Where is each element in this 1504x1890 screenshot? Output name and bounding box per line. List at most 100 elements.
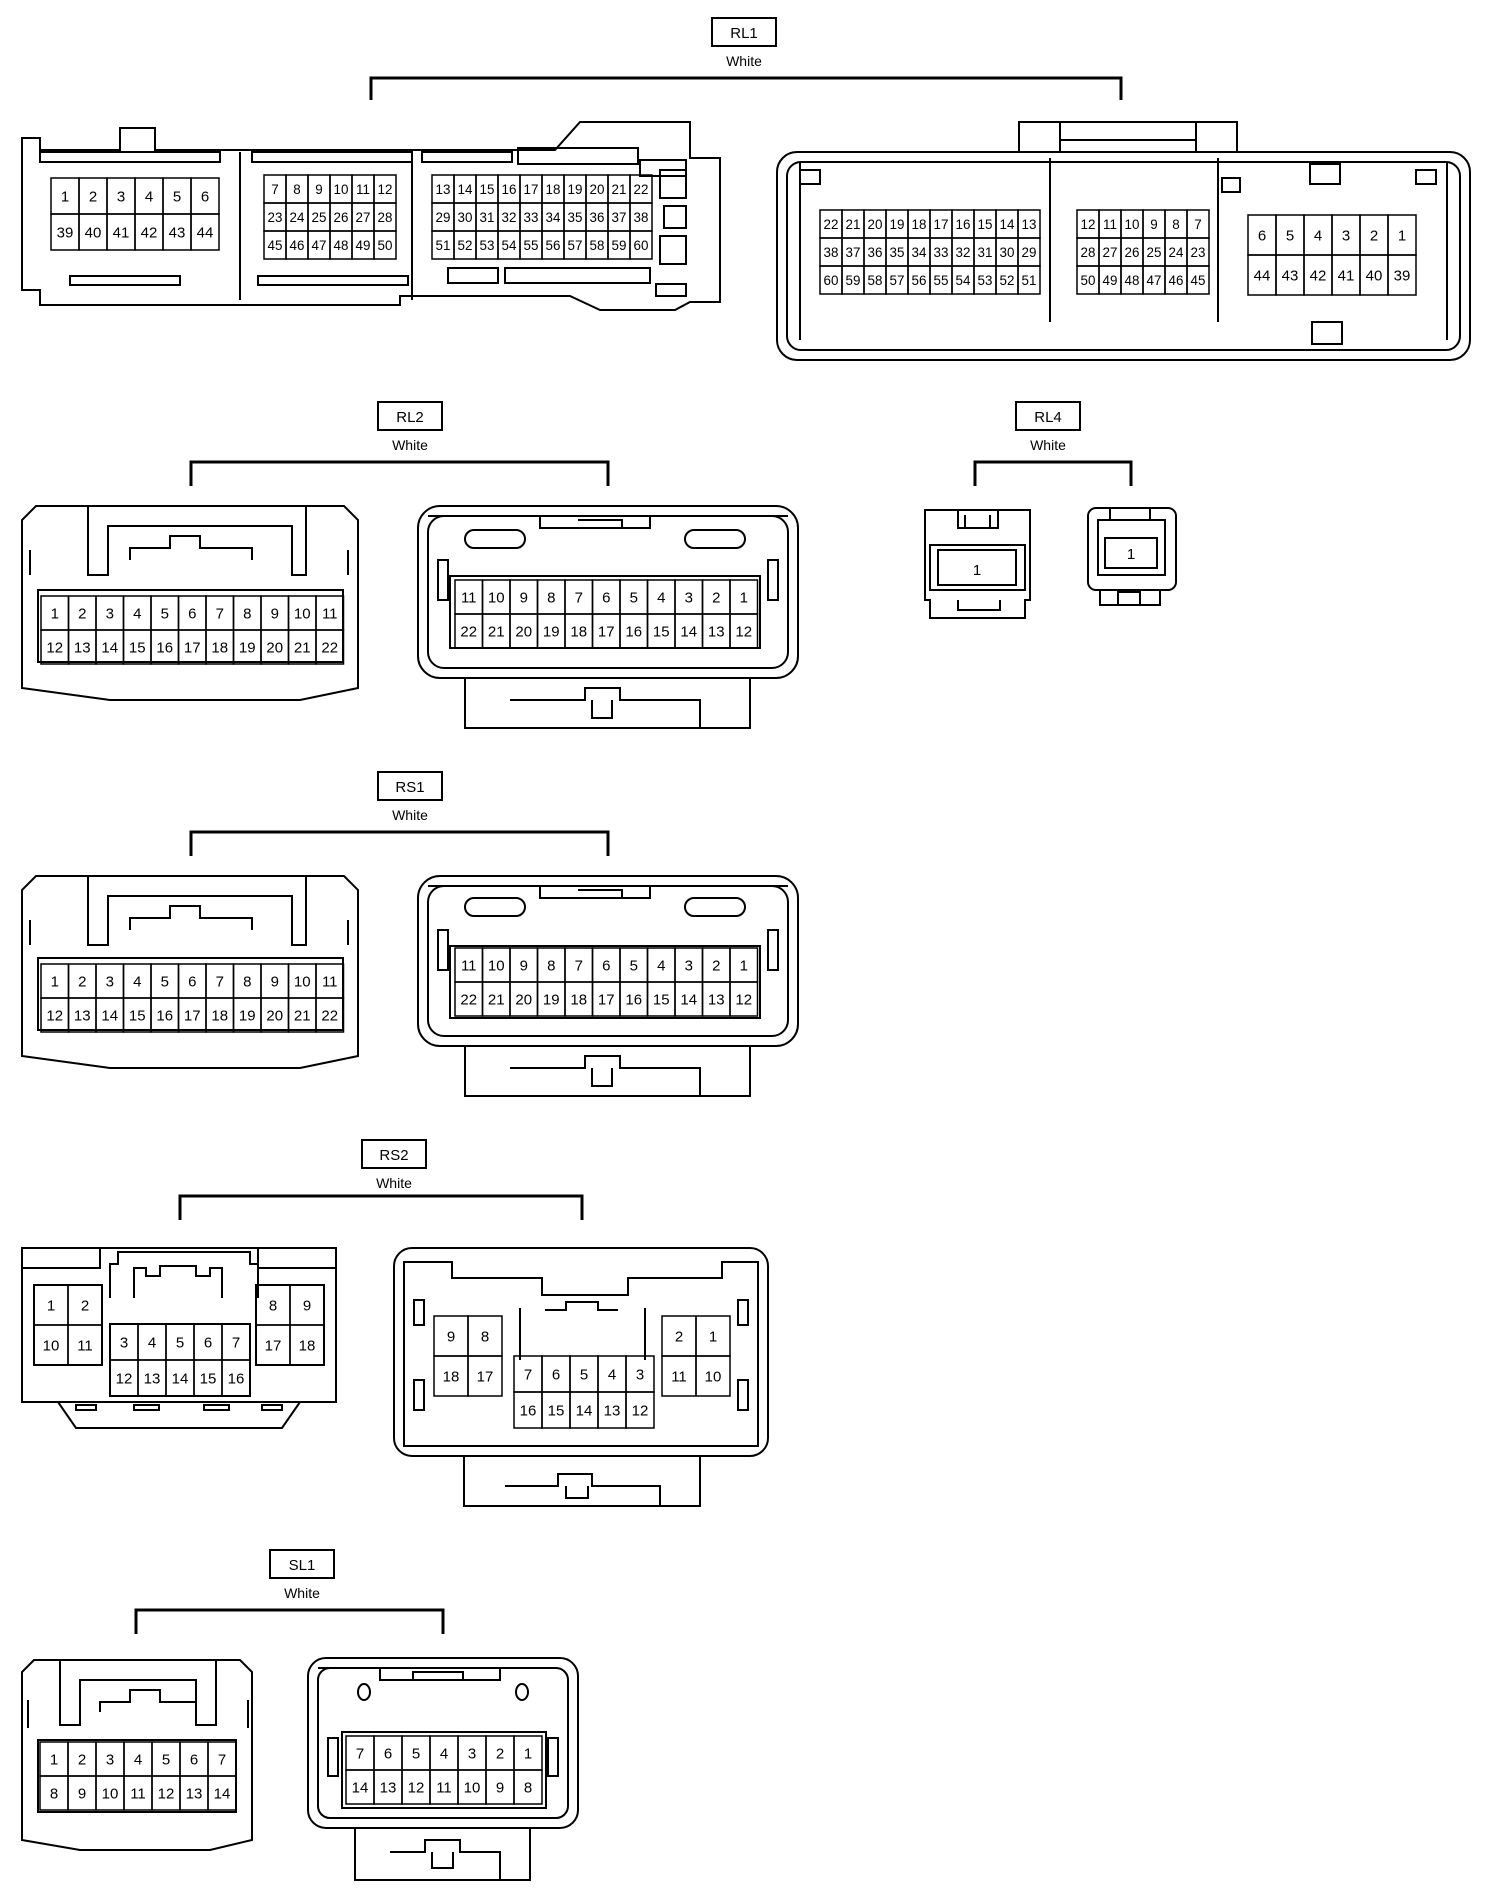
pin-number: 5 xyxy=(1286,227,1294,244)
pin-number: 13 xyxy=(74,639,91,656)
pin-number: 32 xyxy=(502,210,517,225)
pin-number: 17 xyxy=(265,1337,282,1354)
pin-number: 45 xyxy=(268,238,283,253)
pin-number: 53 xyxy=(978,273,993,288)
pin-number: 19 xyxy=(239,639,256,656)
pin-number: 11 xyxy=(461,957,477,974)
pin-number: 1 xyxy=(47,1297,55,1314)
pin-number: 3 xyxy=(636,1366,644,1383)
pin-number: 56 xyxy=(912,273,927,288)
pin-number: 3 xyxy=(106,1751,114,1768)
pin-number: 21 xyxy=(846,217,861,232)
pin-number: 60 xyxy=(824,273,839,288)
pin-number: 59 xyxy=(846,273,861,288)
pin-number: 34 xyxy=(912,245,927,260)
pin-number: 25 xyxy=(312,210,327,225)
pin-number: 2 xyxy=(675,1328,683,1345)
pin-number: 17 xyxy=(598,623,615,640)
pin-number: 21 xyxy=(488,991,505,1008)
pin-number: 29 xyxy=(436,210,451,225)
pin-cavity xyxy=(315,997,345,1033)
pin-number: 6 xyxy=(201,188,209,205)
pin-number: 4 xyxy=(145,188,153,205)
pin-number: 9 xyxy=(447,1328,455,1345)
pin-cavity xyxy=(467,1355,503,1397)
pin-number: 12 xyxy=(116,1370,133,1387)
pin-number: 16 xyxy=(502,182,517,197)
pin-number: 18 xyxy=(211,639,228,656)
pin-number: 5 xyxy=(161,973,169,990)
pin-number: 24 xyxy=(290,210,305,225)
pin-number: 12 xyxy=(46,639,63,656)
pin-number: 4 xyxy=(1314,227,1322,244)
pin-number: 7 xyxy=(232,1334,240,1351)
pin-number: 49 xyxy=(1103,273,1118,288)
pin-cavity xyxy=(221,1359,251,1397)
pin-number: 4 xyxy=(148,1334,156,1351)
pin-number: 36 xyxy=(868,245,883,260)
pin-number: 1 xyxy=(51,605,59,622)
pin-number: 49 xyxy=(356,238,371,253)
pin-number: 33 xyxy=(934,245,949,260)
pin-number: 16 xyxy=(156,639,173,656)
pin-number: 3 xyxy=(468,1745,476,1762)
pin-number: 53 xyxy=(480,238,495,253)
pin-number: 27 xyxy=(1103,245,1118,260)
connector-code-rs1: RS1 xyxy=(395,779,424,796)
pin-number: 8 xyxy=(547,589,555,606)
pin-number: 22 xyxy=(460,991,477,1008)
pin-number: 18 xyxy=(299,1337,316,1354)
pin-number: 16 xyxy=(625,623,642,640)
pin-number: 9 xyxy=(78,1785,86,1802)
pin-number: 60 xyxy=(634,238,649,253)
pin-cavity xyxy=(1186,265,1210,295)
pin-number: 31 xyxy=(978,245,993,260)
pin-number: 17 xyxy=(477,1368,494,1385)
connector-code-rs2: RS2 xyxy=(379,1147,408,1164)
pin-number: 39 xyxy=(57,224,74,241)
pin-number: 10 xyxy=(705,1368,722,1385)
pin-number: 13 xyxy=(186,1785,203,1802)
pin-number: 1 xyxy=(50,1751,58,1768)
pin-number: 51 xyxy=(436,238,451,253)
pin-number: 2 xyxy=(81,1297,89,1314)
pin-number: 18 xyxy=(570,991,587,1008)
pin-number: 4 xyxy=(133,605,141,622)
pin-number: 13 xyxy=(380,1779,397,1796)
pin-number: 17 xyxy=(184,1007,201,1024)
pin-number: 13 xyxy=(436,182,451,197)
rl4-component-connector: 1 xyxy=(1087,507,1177,606)
pin-number: 7 xyxy=(216,605,224,622)
pin-number: 42 xyxy=(1310,267,1327,284)
pin-number: 52 xyxy=(1000,273,1015,288)
pin-number: 50 xyxy=(378,238,393,253)
connector-code-rl2: RL2 xyxy=(396,409,424,426)
pin-number: 11 xyxy=(77,1337,93,1354)
pin-number: 38 xyxy=(824,245,839,260)
pin-number: 20 xyxy=(266,1007,283,1024)
pin-number: 29 xyxy=(1022,245,1037,260)
pin-number: 5 xyxy=(630,957,638,974)
pin-number: 6 xyxy=(552,1366,560,1383)
pin-number: 37 xyxy=(612,210,627,225)
pin-number: 8 xyxy=(481,1328,489,1345)
pin-number: 8 xyxy=(547,957,555,974)
pin-number: 48 xyxy=(1125,273,1140,288)
pin-number: 26 xyxy=(1125,245,1140,260)
pin-number: 9 xyxy=(520,957,528,974)
pin-number: 19 xyxy=(890,217,905,232)
pin-number: 10 xyxy=(294,973,311,990)
pin-number: 7 xyxy=(356,1745,364,1762)
pin-number: 7 xyxy=(216,973,224,990)
